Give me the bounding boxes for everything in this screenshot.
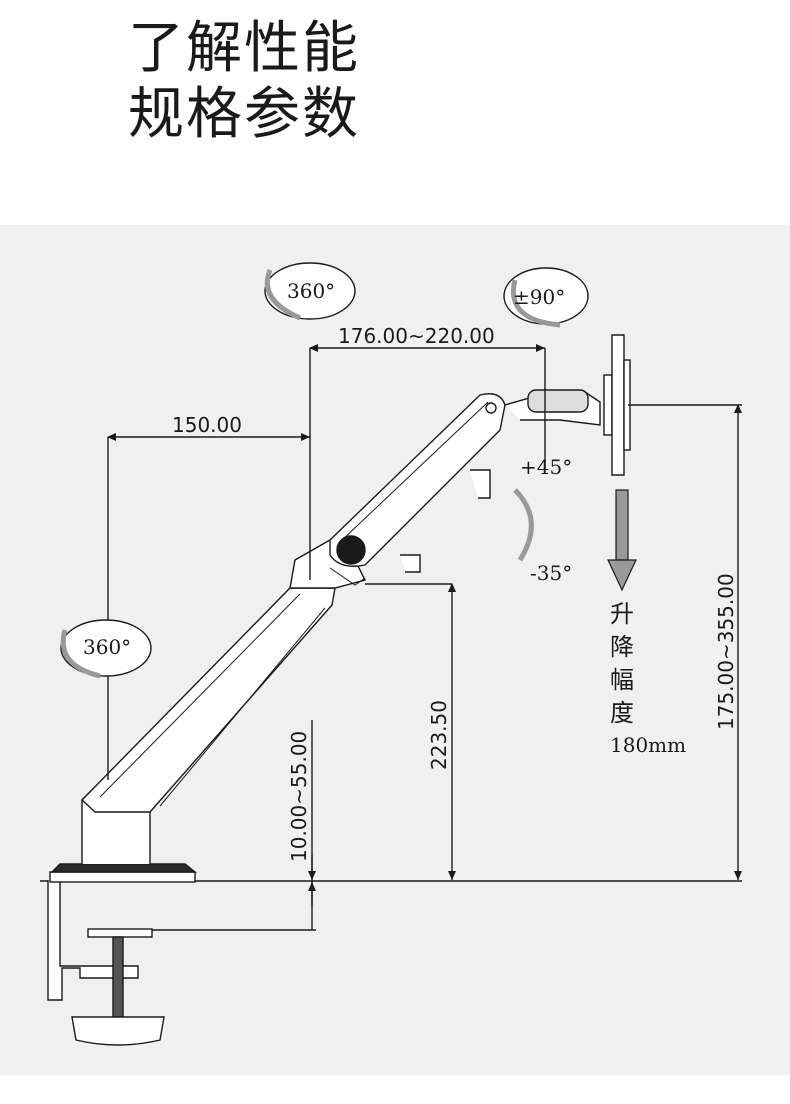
lift-char-2: 降 bbox=[610, 633, 634, 661]
label-span-left: 150.00 bbox=[172, 413, 242, 437]
title-line-2: 规格参数 bbox=[128, 82, 360, 147]
title-line-1: 了解性能 bbox=[128, 16, 360, 81]
label-tilt-up: +45° bbox=[520, 455, 572, 479]
lift-value: 180mm bbox=[610, 733, 686, 757]
label-rot-top: 360° bbox=[287, 279, 335, 303]
label-tilt-down: -35° bbox=[530, 561, 572, 585]
label-height-joint: 223.50 bbox=[427, 700, 451, 770]
label-rot-base: 360° bbox=[83, 635, 131, 659]
label-span-top: 176.00~220.00 bbox=[338, 324, 495, 348]
label-height-clamp: 10.00~55.00 bbox=[287, 731, 311, 862]
label-rot-head: ±90° bbox=[513, 285, 565, 309]
lift-char-1: 升 bbox=[610, 600, 634, 628]
page-title: 了解性能 规格参数 bbox=[128, 16, 360, 148]
lift-char-3: 幅 bbox=[610, 666, 634, 694]
label-height-total: 175.00~355.00 bbox=[714, 573, 738, 730]
lift-char-4: 度 bbox=[610, 699, 634, 727]
